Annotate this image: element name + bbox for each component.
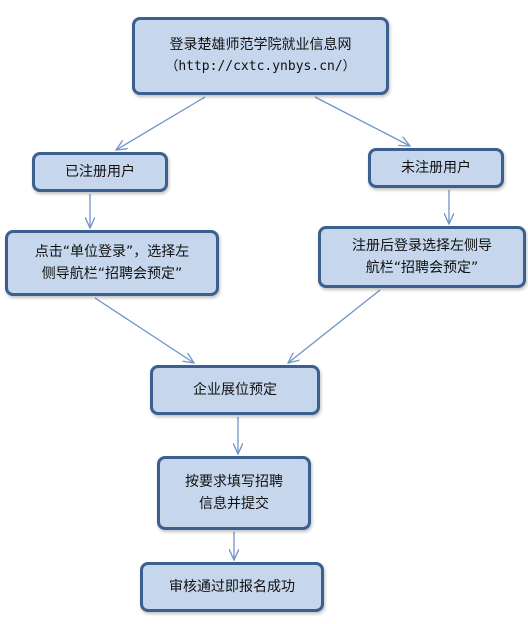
arrow-registered-step-to-booth bbox=[94, 297, 194, 363]
login-node: 登录楚雄师范学院就业信息网 （http://cxtc.ynbys.cn/） bbox=[132, 17, 389, 95]
arrow-unregistered-step-to-booth bbox=[288, 289, 381, 363]
login-title: 登录楚雄师范学院就业信息网 bbox=[169, 37, 352, 53]
registered-step-node: 点击“单位登录”，选择左 侧导航栏“招聘会预定” bbox=[5, 230, 219, 296]
unregistered-step-line-1: 注册后登录选择左侧导 bbox=[352, 238, 492, 254]
registered-user-node: 已注册用户 bbox=[32, 152, 168, 192]
registered-step-line-2: 侧导航栏“招聘会预定” bbox=[41, 266, 183, 282]
fill-info-line-1: 按要求填写招聘 bbox=[185, 474, 283, 490]
unregistered-step-node: 注册后登录选择左侧导 航栏“招聘会预定” bbox=[318, 226, 526, 288]
booth-booking-label: 企业展位预定 bbox=[193, 382, 277, 398]
unregistered-user-node: 未注册用户 bbox=[368, 148, 504, 188]
fill-info-line-2: 信息并提交 bbox=[199, 496, 269, 512]
arrow-login-to-registered bbox=[116, 96, 206, 150]
registered-user-label: 已注册用户 bbox=[65, 164, 135, 180]
success-label: 审核通过即报名成功 bbox=[169, 579, 295, 595]
fill-info-node: 按要求填写招聘 信息并提交 bbox=[157, 456, 311, 530]
success-node: 审核通过即报名成功 bbox=[140, 562, 324, 612]
unregistered-user-label: 未注册用户 bbox=[401, 160, 471, 176]
arrow-login-to-unregistered bbox=[314, 96, 410, 146]
unregistered-step-line-2: 航栏“招聘会预定” bbox=[365, 260, 479, 276]
booth-booking-node: 企业展位预定 bbox=[150, 365, 320, 415]
login-url: （http://cxtc.ynbys.cn/） bbox=[165, 59, 356, 74]
registered-step-line-1: 点击“单位登录”，选择左 bbox=[34, 244, 190, 260]
